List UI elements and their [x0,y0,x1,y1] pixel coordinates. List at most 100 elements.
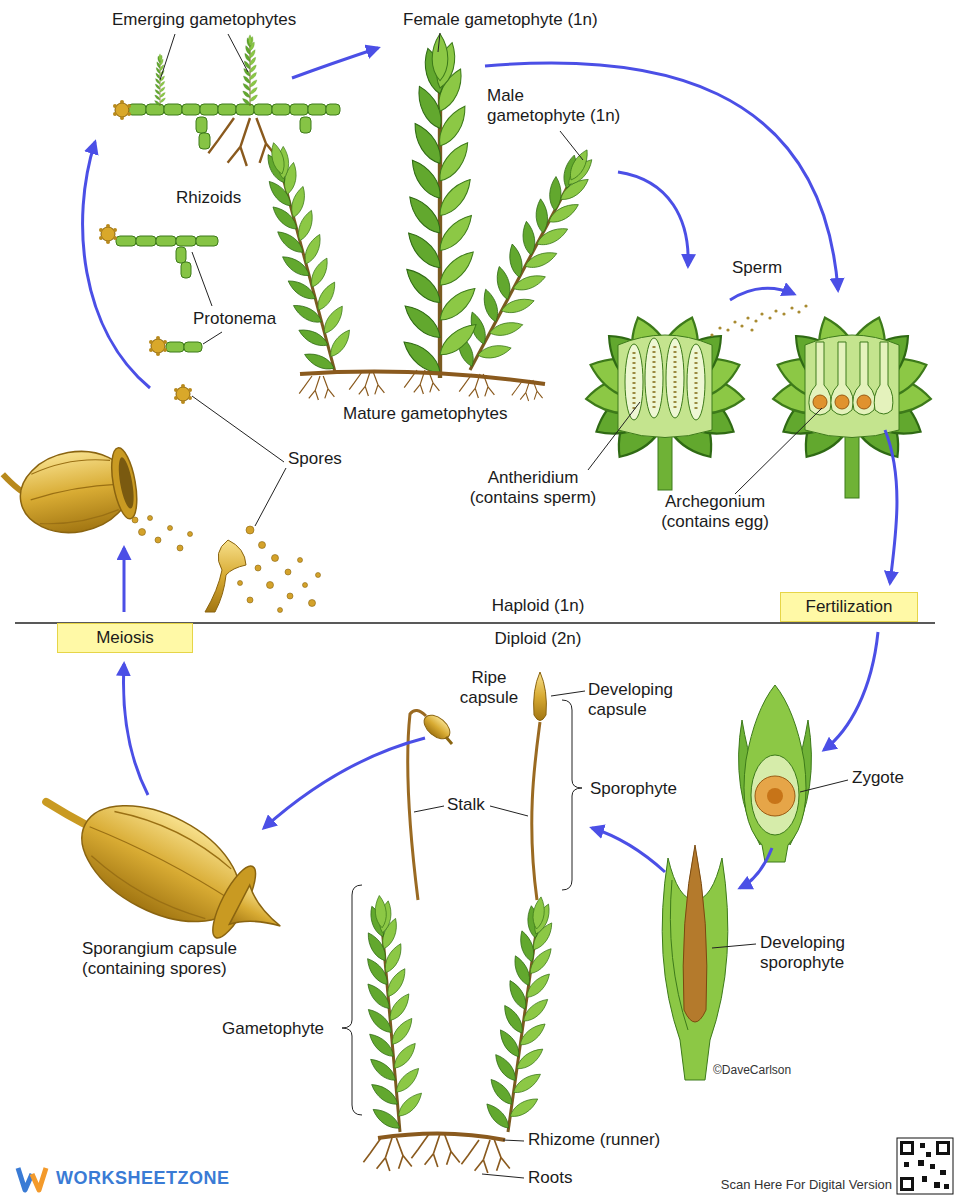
protonema-filament [308,104,326,115]
leader-line [192,396,284,462]
cycle-arrow [592,828,665,872]
spores [155,537,161,543]
sporophyte-plants [446,737,452,744]
part-label: Sporophyte [590,779,677,799]
open-capsule [107,446,141,521]
qr-code [918,1160,924,1166]
sperm-dots [768,316,771,319]
protonema-filament [200,104,218,115]
cycle-arrow [618,172,688,266]
sporophyte-plants [363,1138,411,1171]
protonema-filament [199,133,210,149]
brand-name: WORKSHEETZONE [56,1168,230,1190]
leader-line [160,34,175,80]
cycle-arrow [83,142,150,388]
leader-line [735,408,822,494]
zygote-archegonium [755,776,795,816]
qr-code [903,1144,911,1152]
qr-code [900,1177,914,1191]
sporangium-capsule [45,802,90,827]
open-capsule [1,442,142,543]
part-label: Sperm [732,258,782,278]
brand-logo [18,1168,32,1190]
archegonium-head [805,335,899,438]
leader-line [414,806,444,812]
brand-logo [18,1168,46,1190]
leader-line [203,332,222,344]
antheridium-head [584,311,745,490]
archegonium-head [874,342,893,414]
credit: ©DaveCarlson [713,1063,791,1077]
sperm-dots [710,333,713,336]
protonema-filament [254,104,272,115]
spores [287,593,293,599]
leader-line [192,252,212,306]
cycle-arrow [123,548,126,612]
sperm-dots [710,304,807,336]
spores [267,582,274,589]
sperm-dots [740,324,743,327]
protonema-filament [146,104,164,115]
part-label: Female gametophyte (1n) [403,10,598,30]
part-label: Ripe capsule [450,668,528,709]
brand-logo [32,1168,46,1190]
archegonium-head [831,342,853,415]
protonema [176,247,186,263]
phase-label: Diploid (2n) [458,629,618,649]
cycle-arrow [730,288,794,300]
leader-line [800,780,848,792]
protonema-filament [182,104,200,115]
archegonium-head [857,395,871,409]
spore [113,100,131,120]
part-label: Mature gametophytes [343,404,507,424]
sperm-dots [782,312,785,315]
protonema-filament [290,104,308,115]
leader-line [712,944,756,948]
cycle-arrow [264,738,425,828]
spores [285,569,291,575]
spore [174,384,192,404]
qr-code [920,1143,925,1148]
antheridium-head [634,346,696,412]
sporophyte-plants [534,672,547,721]
protonema [176,236,196,246]
process-box: Meiosis [57,623,193,653]
sporophyte-plants [480,893,569,1136]
developing-sporophyte [683,845,707,1022]
protonema [156,236,176,246]
sperm-dots [760,312,763,315]
spores [246,526,254,534]
mature-gametophytes [399,34,481,378]
spore [149,336,167,356]
archegonium-head [853,342,875,415]
stage-label: Fertilization [806,597,893,617]
archegonium-head [813,395,827,409]
process-box: Fertilization [780,592,918,622]
sperm-dots [804,304,807,307]
sporophyte-plants [461,1140,509,1173]
open-capsule [25,454,124,529]
leader-line [255,468,286,526]
spores [316,573,321,578]
developing-sporophyte [662,845,728,1080]
mature-gametophytes [299,376,334,400]
qr-code [926,1152,931,1157]
spores [148,516,153,521]
protonema [181,262,191,278]
zygote-archegonium [767,788,783,804]
leader-line [228,34,248,72]
sperm-dots [790,306,793,309]
leader-line [503,1140,524,1141]
open-capsule [116,456,137,509]
qr-code [897,1138,953,1194]
protonema-filament [326,104,340,115]
leader-line [560,131,583,160]
archegonium-head [771,311,932,498]
part-label: Stalk [447,795,485,815]
sporangium-capsule [229,885,290,945]
protonema-filament [218,104,236,115]
zygote-archegonium [744,685,806,862]
spores [132,516,321,613]
sperm-dots [754,319,757,322]
part-label: Protonema [193,309,276,329]
